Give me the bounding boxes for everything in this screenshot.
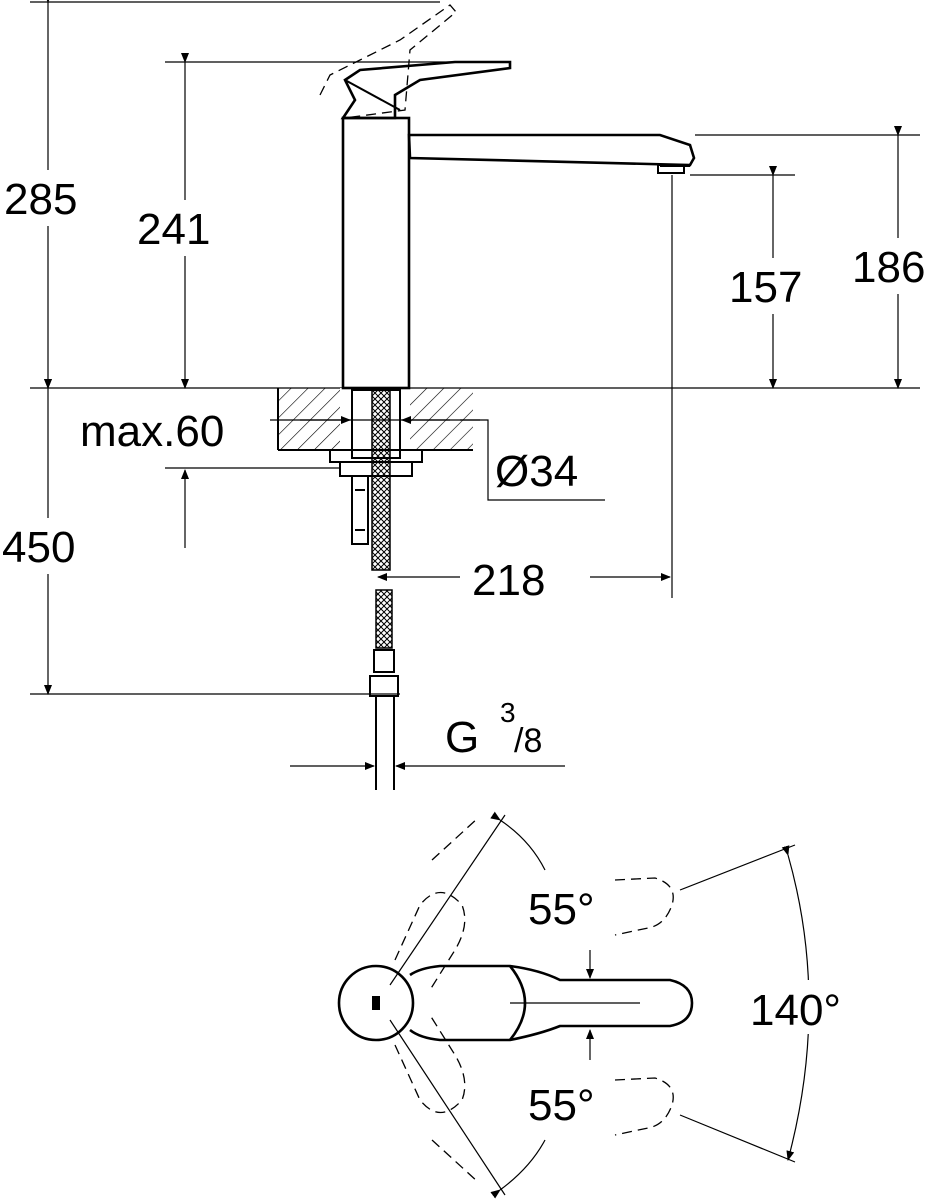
dim-reach: 218 xyxy=(377,175,673,605)
label-lever-height: 241 xyxy=(137,205,210,254)
side-view: 285 241 186 157 max.60 xyxy=(0,0,942,790)
lever-top-outline xyxy=(337,964,694,1042)
dim-spout-height: 186 xyxy=(695,126,942,389)
mounting-hardware xyxy=(329,389,423,790)
dim-max-deck: max.60 xyxy=(80,400,450,456)
label-thread-den: /8 xyxy=(514,722,542,760)
label-thread-prefix: G xyxy=(445,713,479,762)
label-reach: 218 xyxy=(472,556,545,605)
lever-dashed-positions xyxy=(394,817,674,1183)
label-total-height: 285 xyxy=(4,175,77,224)
top-view: 55° 55° 140° xyxy=(337,811,863,1199)
label-angle-bottom: 55° xyxy=(528,1081,595,1130)
label-angle-top: 55° xyxy=(528,885,595,934)
dim-hose-length: 450 xyxy=(0,379,400,695)
dim-outlet-height: 157 xyxy=(690,166,821,389)
label-hole-diameter: Ø34 xyxy=(495,447,578,496)
label-thread-num: 3 xyxy=(500,697,516,728)
dim-hole-diameter: Ø34 xyxy=(460,419,605,501)
label-hose-length: 450 xyxy=(2,523,75,572)
dim-total-height: 285 xyxy=(2,0,440,389)
label-max-deck: max.60 xyxy=(80,407,224,456)
label-angle-total: 140° xyxy=(750,986,841,1035)
label-spout-height: 186 xyxy=(852,243,925,292)
angle-rays xyxy=(389,811,810,1199)
dim-lever-height: 241 xyxy=(135,53,500,389)
label-outlet-height: 157 xyxy=(729,263,802,312)
dim-thread: G 3 /8 xyxy=(290,697,565,770)
faucet-body xyxy=(319,4,696,390)
